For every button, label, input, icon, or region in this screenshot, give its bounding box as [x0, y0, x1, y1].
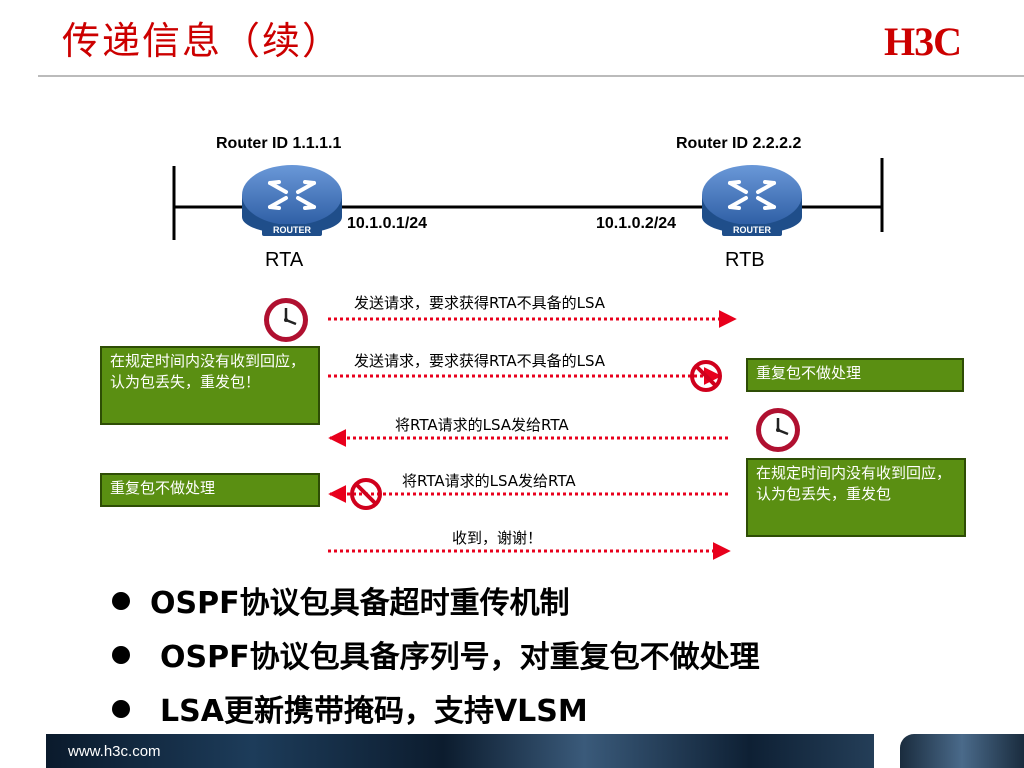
clock-icon — [754, 406, 802, 454]
router-a-badge: ROUTER — [273, 225, 312, 235]
note-rtb-timeout: 在规定时间内没有收到回应，认为包丢失，重发包 — [746, 458, 966, 537]
note-rta-ignore: 重复包不做处理 — [100, 473, 320, 507]
msg-label-1: 发送请求，要求获得RTA不具备的LSA — [354, 294, 606, 312]
bullet-text: LSA更新携带掩码，支持VLSM — [160, 694, 588, 729]
footer-decoration — [900, 734, 1024, 768]
msg-label-5: 收到，谢谢！ — [452, 529, 543, 547]
router-a-id: Router ID 1.1.1.1 — [216, 135, 342, 152]
msg-label-4: 将RTA请求的LSA发给RTA — [402, 472, 576, 490]
bullet-text: OSPF协议包具备超时重传机制 — [150, 586, 570, 621]
router-b-ip: 10.1.0.2/24 — [596, 215, 677, 232]
clock-icon — [262, 296, 310, 344]
router-b-id: Router ID 2.2.2.2 — [676, 135, 802, 152]
bullet-text: OSPF协议包具备序列号，对重复包不做处理 — [160, 640, 760, 675]
msg-label-2: 发送请求，要求获得RTA不具备的LSA — [354, 352, 606, 370]
router-b-name: RTB — [725, 249, 765, 271]
note-rtb-ignore: 重复包不做处理 — [746, 358, 964, 392]
footer-bar: www.h3c.com — [46, 734, 874, 768]
router-a-name: RTA — [265, 249, 304, 271]
page-title: 传递信息（续） — [62, 19, 343, 63]
footer-url[interactable]: www.h3c.com — [68, 743, 161, 760]
msg-label-3: 将RTA请求的LSA发给RTA — [395, 416, 569, 434]
h3c-logo: H3C — [884, 19, 962, 64]
router-b-badge: ROUTER — [733, 225, 772, 235]
title-divider — [38, 75, 1024, 77]
bullet-dot-icon — [112, 700, 130, 718]
router-a-ip: 10.1.0.1/24 — [347, 215, 428, 232]
note-rta-timeout: 在规定时间内没有收到回应，认为包丢失，重发包！ — [100, 346, 320, 425]
bullet-dot-icon — [112, 646, 130, 664]
bullet-dot-icon — [112, 592, 130, 610]
prohibited-icon — [350, 478, 382, 510]
